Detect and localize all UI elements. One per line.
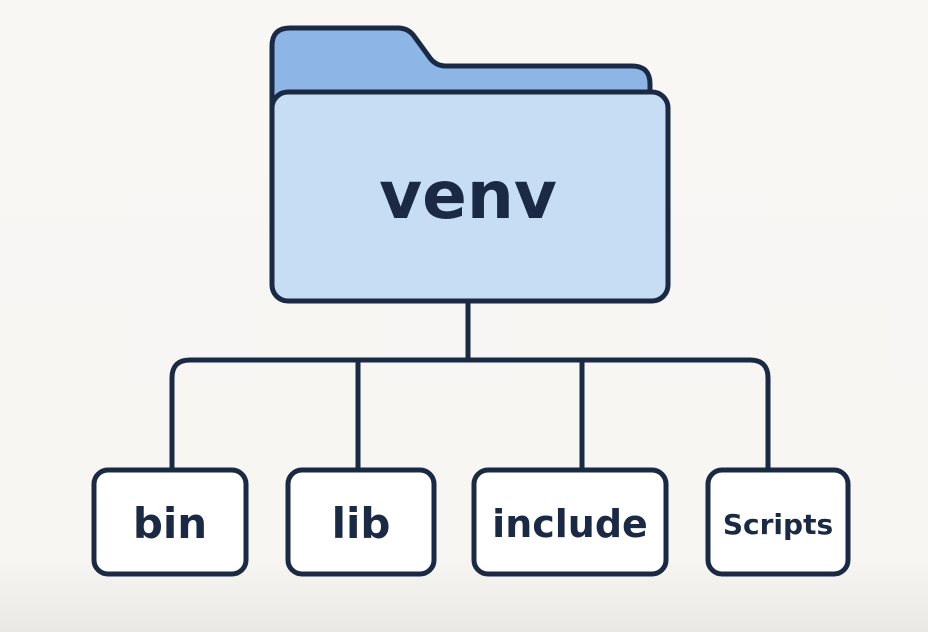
child-folder-bin[interactable]: bin [91,467,249,577]
branch-connector-bin [169,357,471,473]
child-folder-scripts[interactable]: Scripts [705,467,851,577]
child-label-scripts: Scripts [723,508,833,541]
child-folder-include[interactable]: include [471,467,669,577]
root-folder-label: venv [379,157,557,234]
root-folder-icon[interactable]: venv [269,25,671,304]
child-label-bin: bin [133,499,207,548]
child-box [285,467,437,577]
child-box [91,467,249,577]
tree-connectors [169,298,771,473]
child-box [705,467,851,577]
child-box [471,467,669,577]
child-label-include: include [492,502,648,546]
child-label-lib: lib [332,499,391,548]
child-folder-lib[interactable]: lib [285,467,437,577]
branch-connector-scripts [465,357,771,473]
